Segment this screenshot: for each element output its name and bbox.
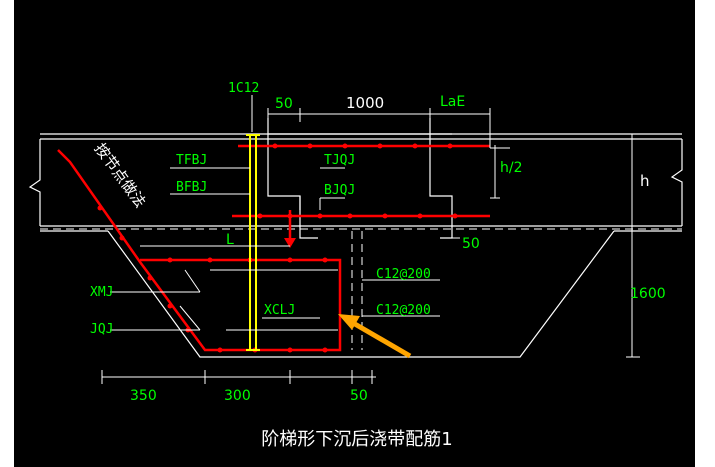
dimension-lines xyxy=(101,108,640,384)
label-c12-200-b: C12@200 xyxy=(376,303,431,318)
dim-300: 300 xyxy=(224,388,251,404)
label-c12-200-a: C12@200 xyxy=(376,267,431,282)
orange-arrow-head xyxy=(338,314,360,330)
dim-1600: 1600 xyxy=(630,286,666,302)
yellow-vertical-bar xyxy=(246,134,260,351)
dashed-guide-lines xyxy=(40,228,682,350)
dim-50-bottom: 50 xyxy=(350,388,368,404)
dim-L: L xyxy=(226,232,234,248)
orange-arrow-shaft xyxy=(346,317,412,359)
label-bjqj: BJQJ xyxy=(324,183,355,198)
label-tfbj: TFBJ xyxy=(176,153,207,168)
dim-h-half: h/2 xyxy=(500,160,523,176)
label-bfbj: BFBJ xyxy=(176,180,207,195)
red-arrow-head xyxy=(284,238,296,248)
dim-350: 350 xyxy=(130,388,157,404)
rebar-dots xyxy=(97,143,458,353)
label-1c12: 1C12 xyxy=(228,81,259,96)
label-jqj: JQJ xyxy=(90,322,113,337)
canvas-background xyxy=(14,0,695,467)
drawing-caption: 阶梯形下沉后浇带配筋1 xyxy=(261,429,452,450)
label-xclj: XCLJ xyxy=(264,303,295,318)
label-tjqj: TJQJ xyxy=(324,153,355,168)
dim-50-top: 50 xyxy=(275,96,293,112)
label-xmj: XMJ xyxy=(90,285,113,300)
dim-h: h xyxy=(640,172,650,190)
dim-lae: LaE xyxy=(440,94,465,110)
leader-lines xyxy=(110,95,460,331)
pit-rebar xyxy=(57,149,342,352)
slab-outline xyxy=(28,118,683,358)
dim-1000: 1000 xyxy=(346,94,384,112)
dim-50-right: 50 xyxy=(462,236,480,252)
